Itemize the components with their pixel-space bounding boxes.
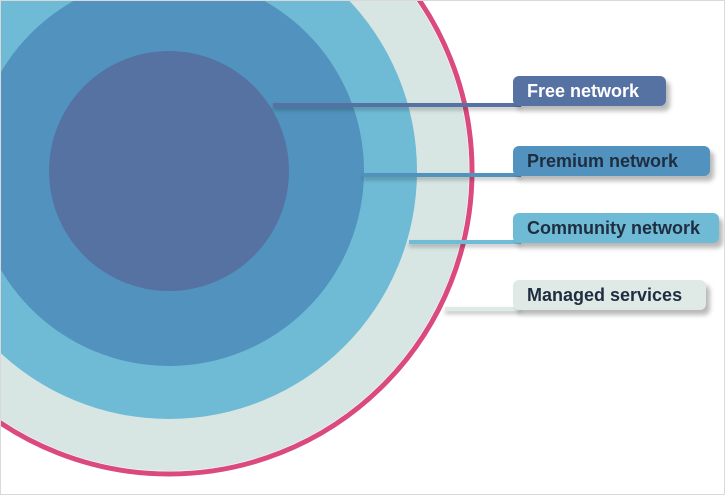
connector-premium-network [363,173,521,177]
label-free-network: Free network [513,76,666,106]
connector-free-network [273,103,521,107]
circle-free-network [49,51,289,291]
outer-ring [1,1,475,477]
connector-community-network [409,240,521,244]
label-managed-services: Managed services [513,280,706,310]
connector-managed-services [445,307,521,311]
label-community-network: Community network [513,213,719,243]
label-premium-network: Premium network [513,146,710,176]
